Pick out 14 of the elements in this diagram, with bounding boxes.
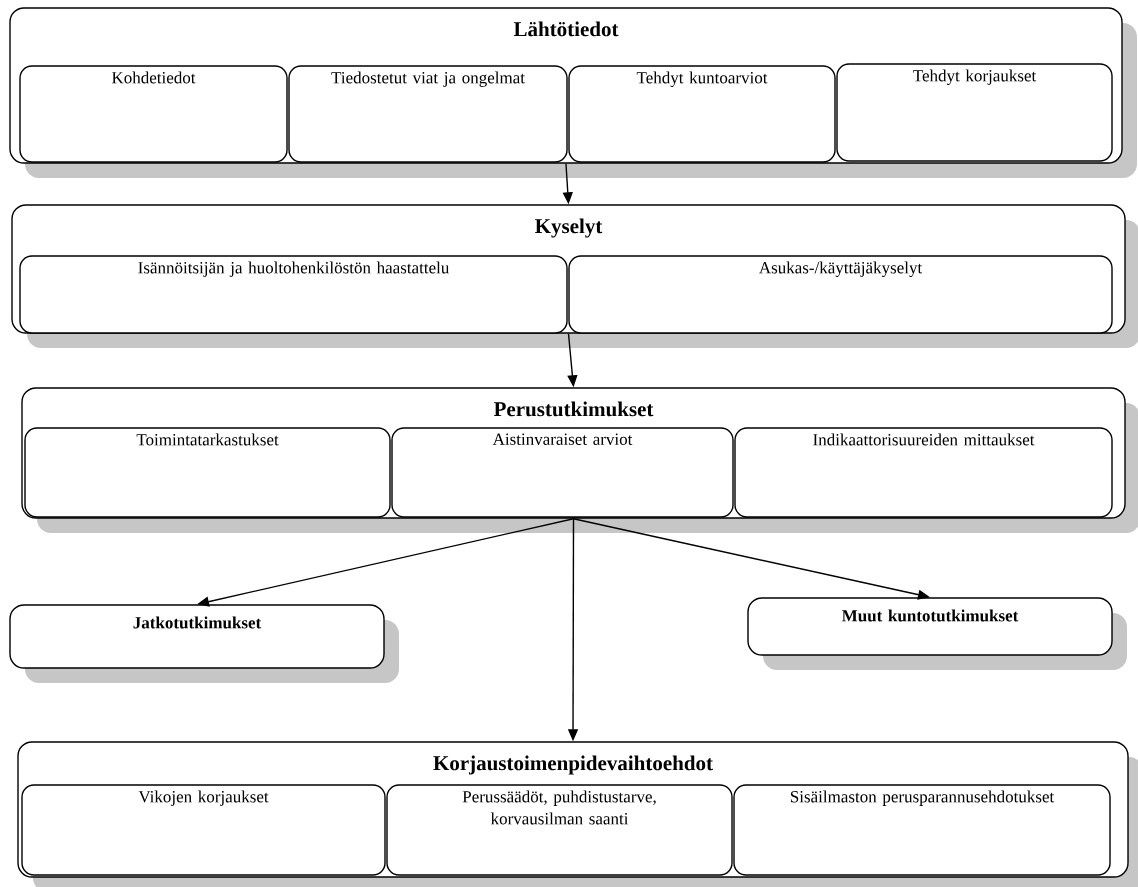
item-box: Sisäilmaston perusparannusehdotukset [733,784,1111,876]
process-box: Muut kuntotutkimukset [747,597,1127,670]
item-box: Aistinvaraiset arviot [391,427,734,518]
item-box: Tehdyt korjaukset [836,63,1113,162]
item-box: Toimintatarkastukset [24,427,391,518]
item-box: Tiedostetut viat ja ongelmat [288,65,568,163]
item-box: Vikojen korjaukset [21,784,386,876]
item-box: Isännöitsijän ja huoltohenkilöstön haastattelu [19,255,568,334]
process-box: Jatkotutkimukset [9,604,399,683]
item-box: Indikaattorisuureiden mittaukset [734,427,1113,518]
item-box: Tehdyt kuntoarviot [568,65,836,163]
item-box: Kohdetiedot [19,65,288,163]
item-box: Asukas-/käyttäjäkyselyt [568,255,1113,334]
item-box: Perussäädöt, puhdistustarve, korvausilman saanti [386,784,733,876]
